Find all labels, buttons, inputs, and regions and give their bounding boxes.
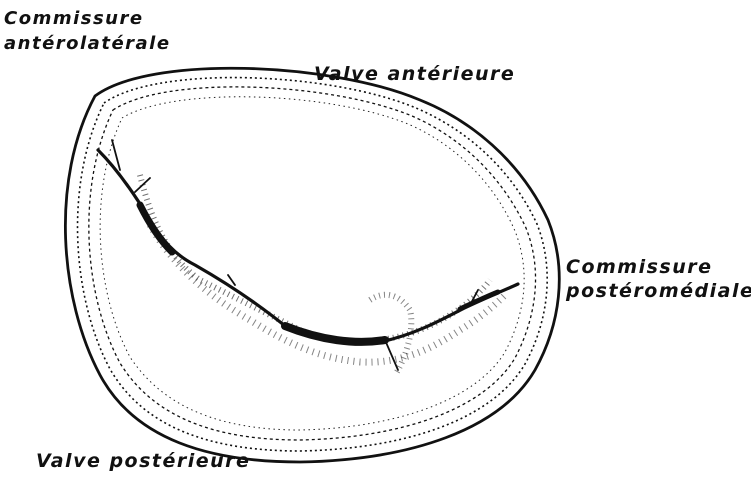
label-anterior-valve: Valve antérieure bbox=[314, 62, 515, 86]
label-posteromedial-commissure: Commissure postéromédiale bbox=[566, 255, 751, 303]
chordal-branch-1 bbox=[112, 140, 235, 285]
closure-thick-segment-1 bbox=[140, 205, 172, 252]
valve-closure-line bbox=[98, 150, 518, 343]
label-posteromedial-commissure-line-2: postéromédiale bbox=[566, 279, 751, 303]
closure-thick-segment-2 bbox=[285, 326, 385, 342]
annulus-dotted-ring-3 bbox=[100, 97, 524, 430]
label-anterolateral-commissure: Commissure antérolatérale bbox=[4, 6, 171, 56]
annulus-dotted-ring-2 bbox=[89, 87, 536, 440]
label-posterior-valve: Valve postérieure bbox=[36, 449, 250, 473]
anterior-leaflet-stippled-edge bbox=[140, 175, 490, 341]
label-anterolateral-commissure-line-1: Commissure bbox=[4, 6, 171, 31]
label-posteromedial-commissure-line-1: Commissure bbox=[566, 255, 751, 279]
label-anterolateral-commissure-line-2: antérolatérale bbox=[4, 31, 171, 56]
annulus-outer-contour bbox=[65, 68, 559, 462]
closure-thick-segment-3 bbox=[460, 292, 498, 309]
